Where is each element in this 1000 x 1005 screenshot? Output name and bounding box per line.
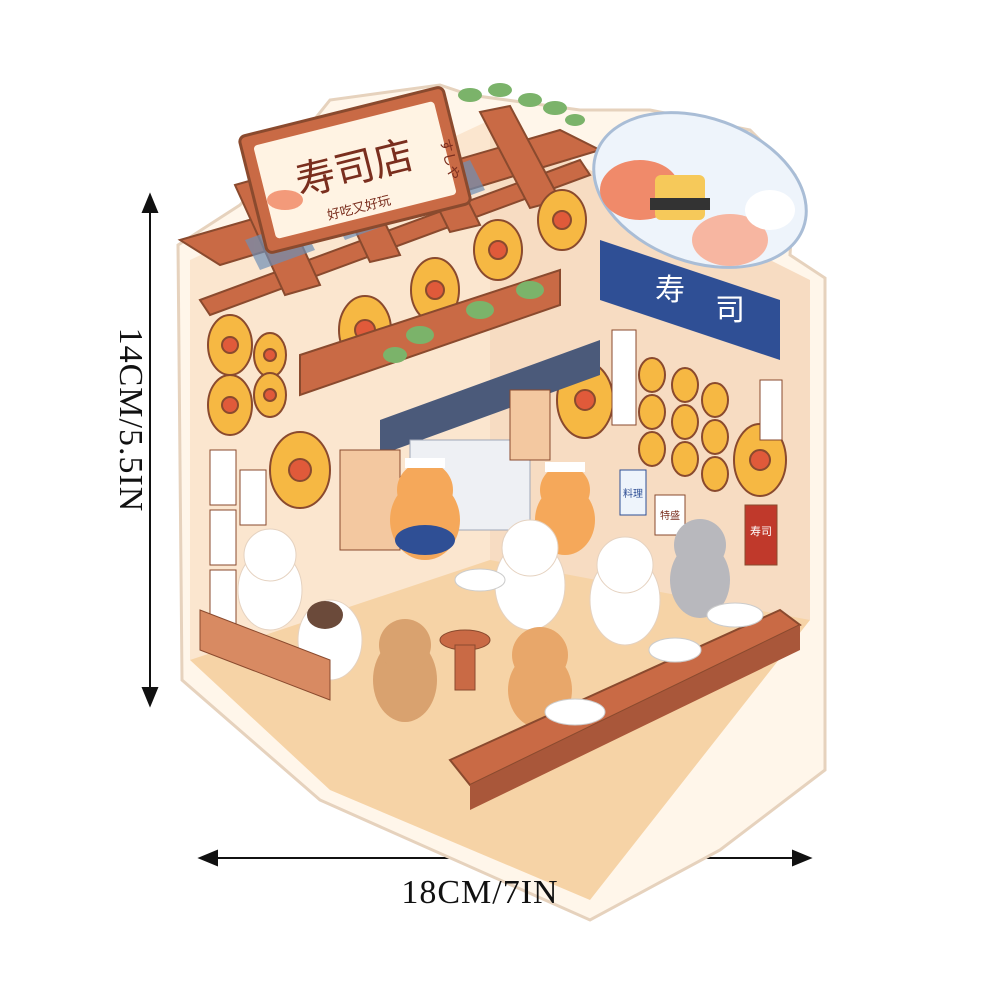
stools <box>439 629 491 691</box>
menu-card-label: 寿司 <box>750 524 772 538</box>
chef-cat-left <box>390 458 460 560</box>
shop-sign: 寿司店 すしや 好吃又好玩 <box>238 86 472 254</box>
lantern <box>207 374 253 436</box>
lantern <box>638 431 666 467</box>
lantern <box>638 394 666 430</box>
lantern <box>253 332 287 378</box>
lantern <box>638 357 666 393</box>
white-bunny-right <box>589 536 661 646</box>
menu-card-label: 料理 <box>623 487 643 500</box>
height-dimension-label: 14CM/5.5IN <box>112 327 149 513</box>
lantern <box>701 382 729 418</box>
left-bench <box>199 609 331 701</box>
front-counter <box>448 568 802 810</box>
menu-card-label: 特盛 <box>660 509 680 522</box>
lantern <box>733 423 787 497</box>
gray-tabby-cat <box>670 519 730 618</box>
lantern <box>671 441 699 477</box>
height-arrow <box>141 192 159 708</box>
noren-char-2: 司 <box>715 293 745 328</box>
lantern <box>671 367 699 403</box>
brown-cat-back <box>373 619 437 722</box>
characters <box>237 458 730 728</box>
lantern <box>701 419 729 455</box>
overhead-shelf <box>299 268 600 455</box>
white-bunny-left <box>237 528 303 631</box>
lanterns <box>207 189 787 509</box>
noren-curtain: 寿 司 <box>600 240 780 360</box>
lantern <box>701 456 729 492</box>
lantern <box>269 431 331 509</box>
lantern <box>473 219 523 281</box>
noren-char-1: 寿 <box>655 273 685 308</box>
white-bunny-center <box>494 519 566 631</box>
width-dimension-label: 18CM/7IN <box>401 874 559 911</box>
lantern <box>671 404 699 440</box>
lantern <box>537 189 587 251</box>
lantern <box>253 372 287 418</box>
sushi-plate-decoration <box>592 111 808 269</box>
lantern <box>207 314 253 376</box>
vine-decoration <box>458 83 585 126</box>
